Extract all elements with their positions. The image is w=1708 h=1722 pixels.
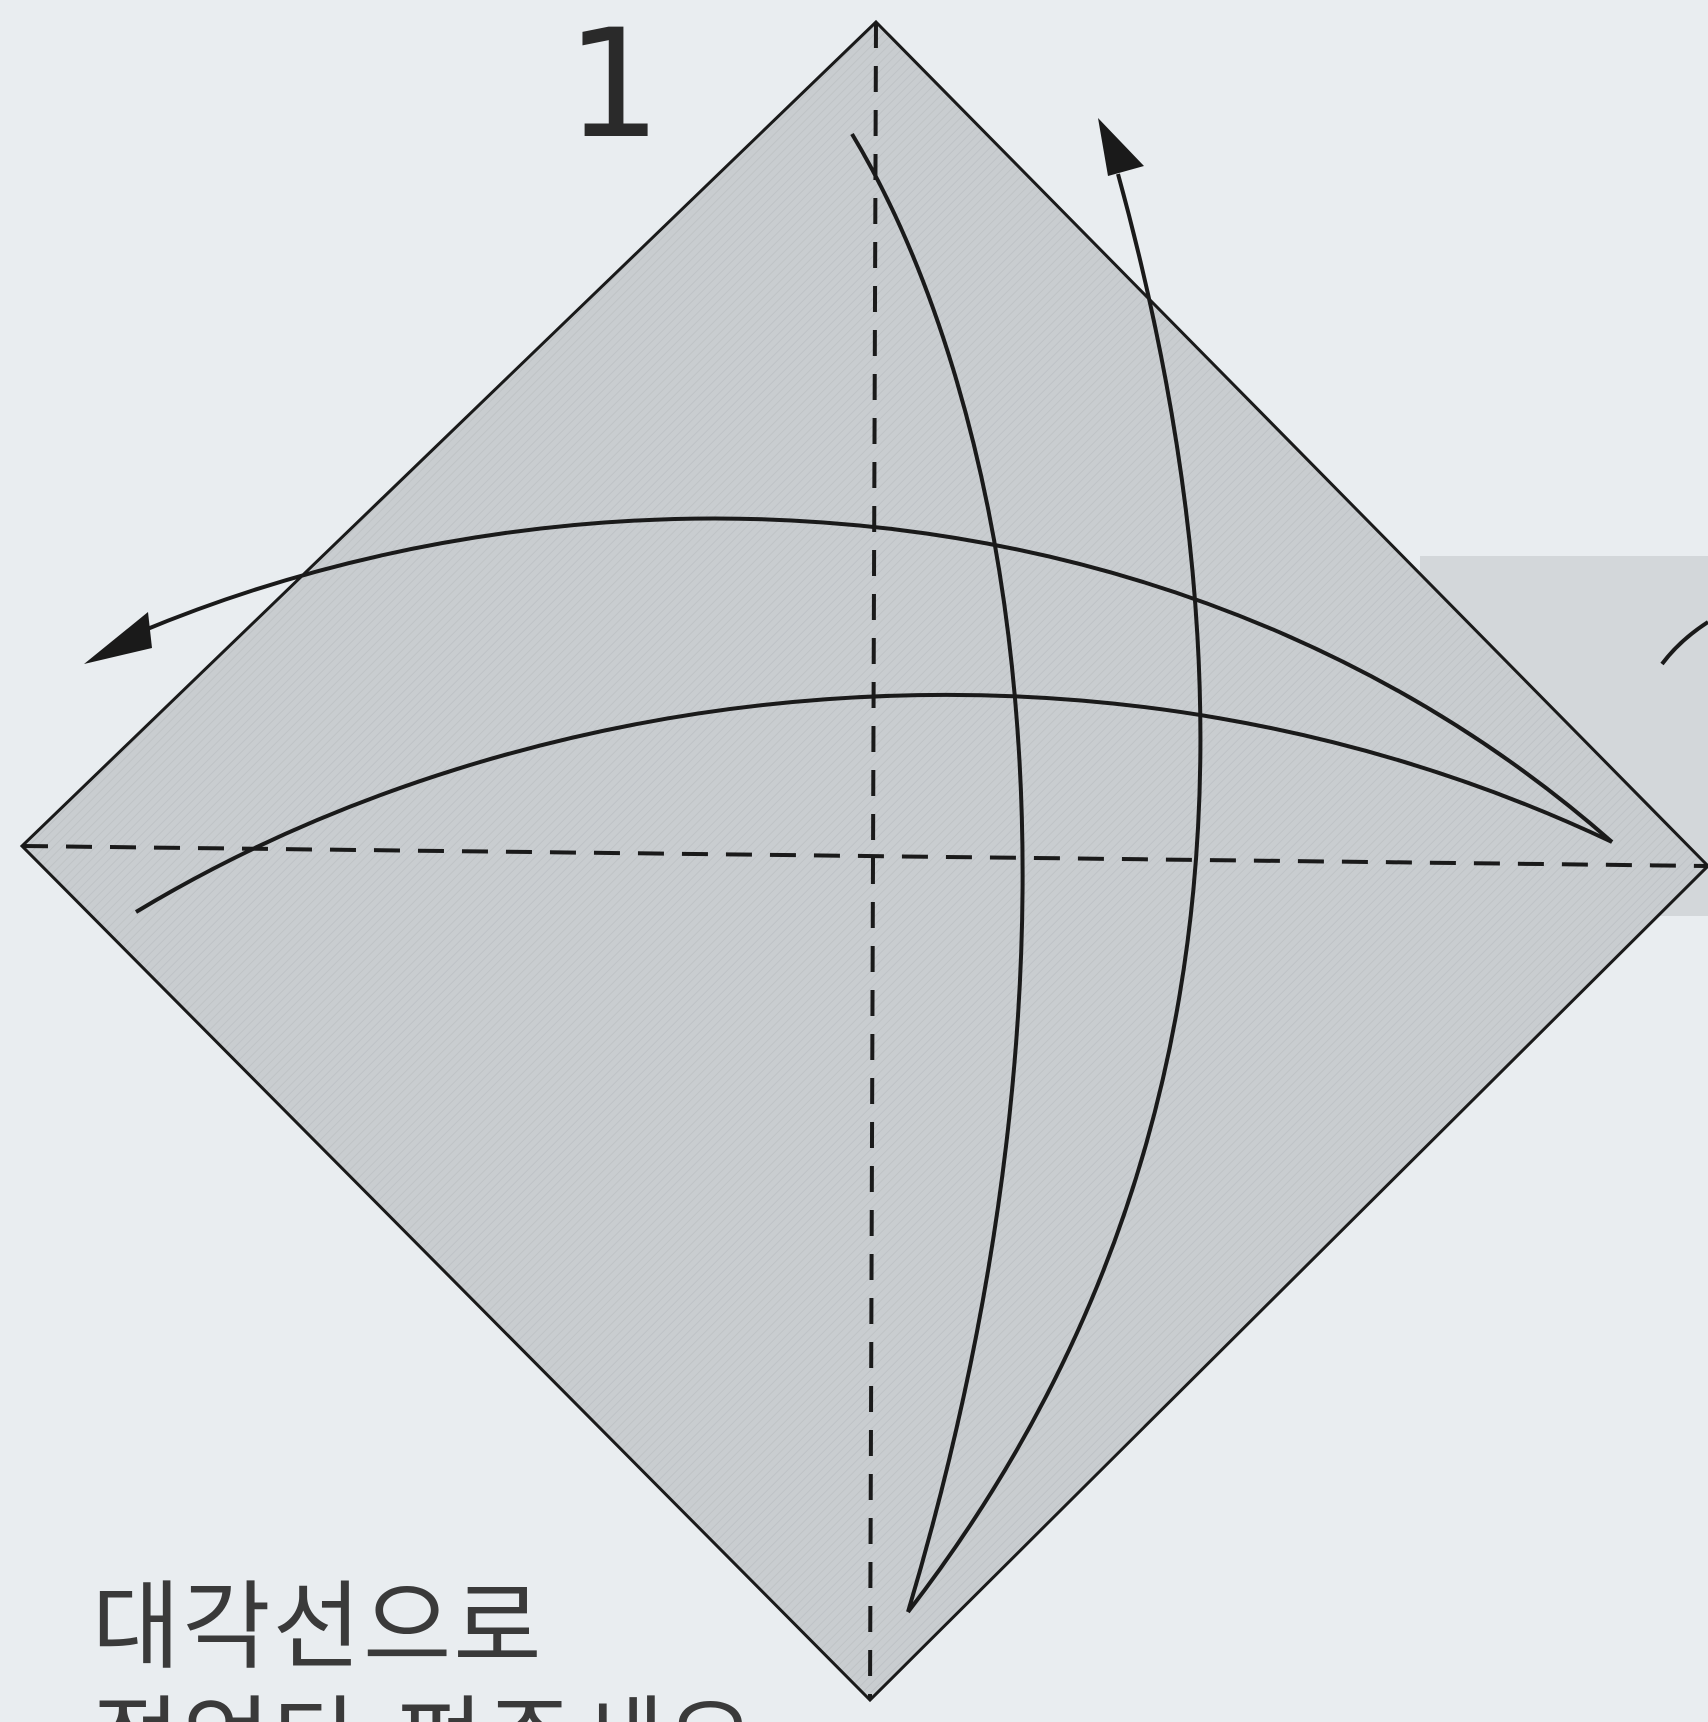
step-number: 1	[566, 0, 662, 172]
valley-fold-arrow-icon	[1098, 118, 1144, 176]
instruction-text: 대각선으로 접었다 펴주세요	[92, 1570, 757, 1722]
horizontal-fold-curve-outgoing	[134, 692, 1613, 914]
horizontal-fold-curve-return	[139, 516, 1614, 844]
vertical-fold-curve-return	[906, 173, 1203, 1614]
valley-fold-arrow-icon	[84, 612, 152, 664]
instruction-line-1: 대각선으로	[92, 1571, 544, 1683]
instruction-line-2: 접었다 펴주세요	[92, 1685, 757, 1722]
horizontal-diagonal-crease	[21, 844, 1708, 868]
next-step-arrow-fragment	[1660, 620, 1708, 666]
vertical-diagonal-crease	[868, 21, 878, 1701]
